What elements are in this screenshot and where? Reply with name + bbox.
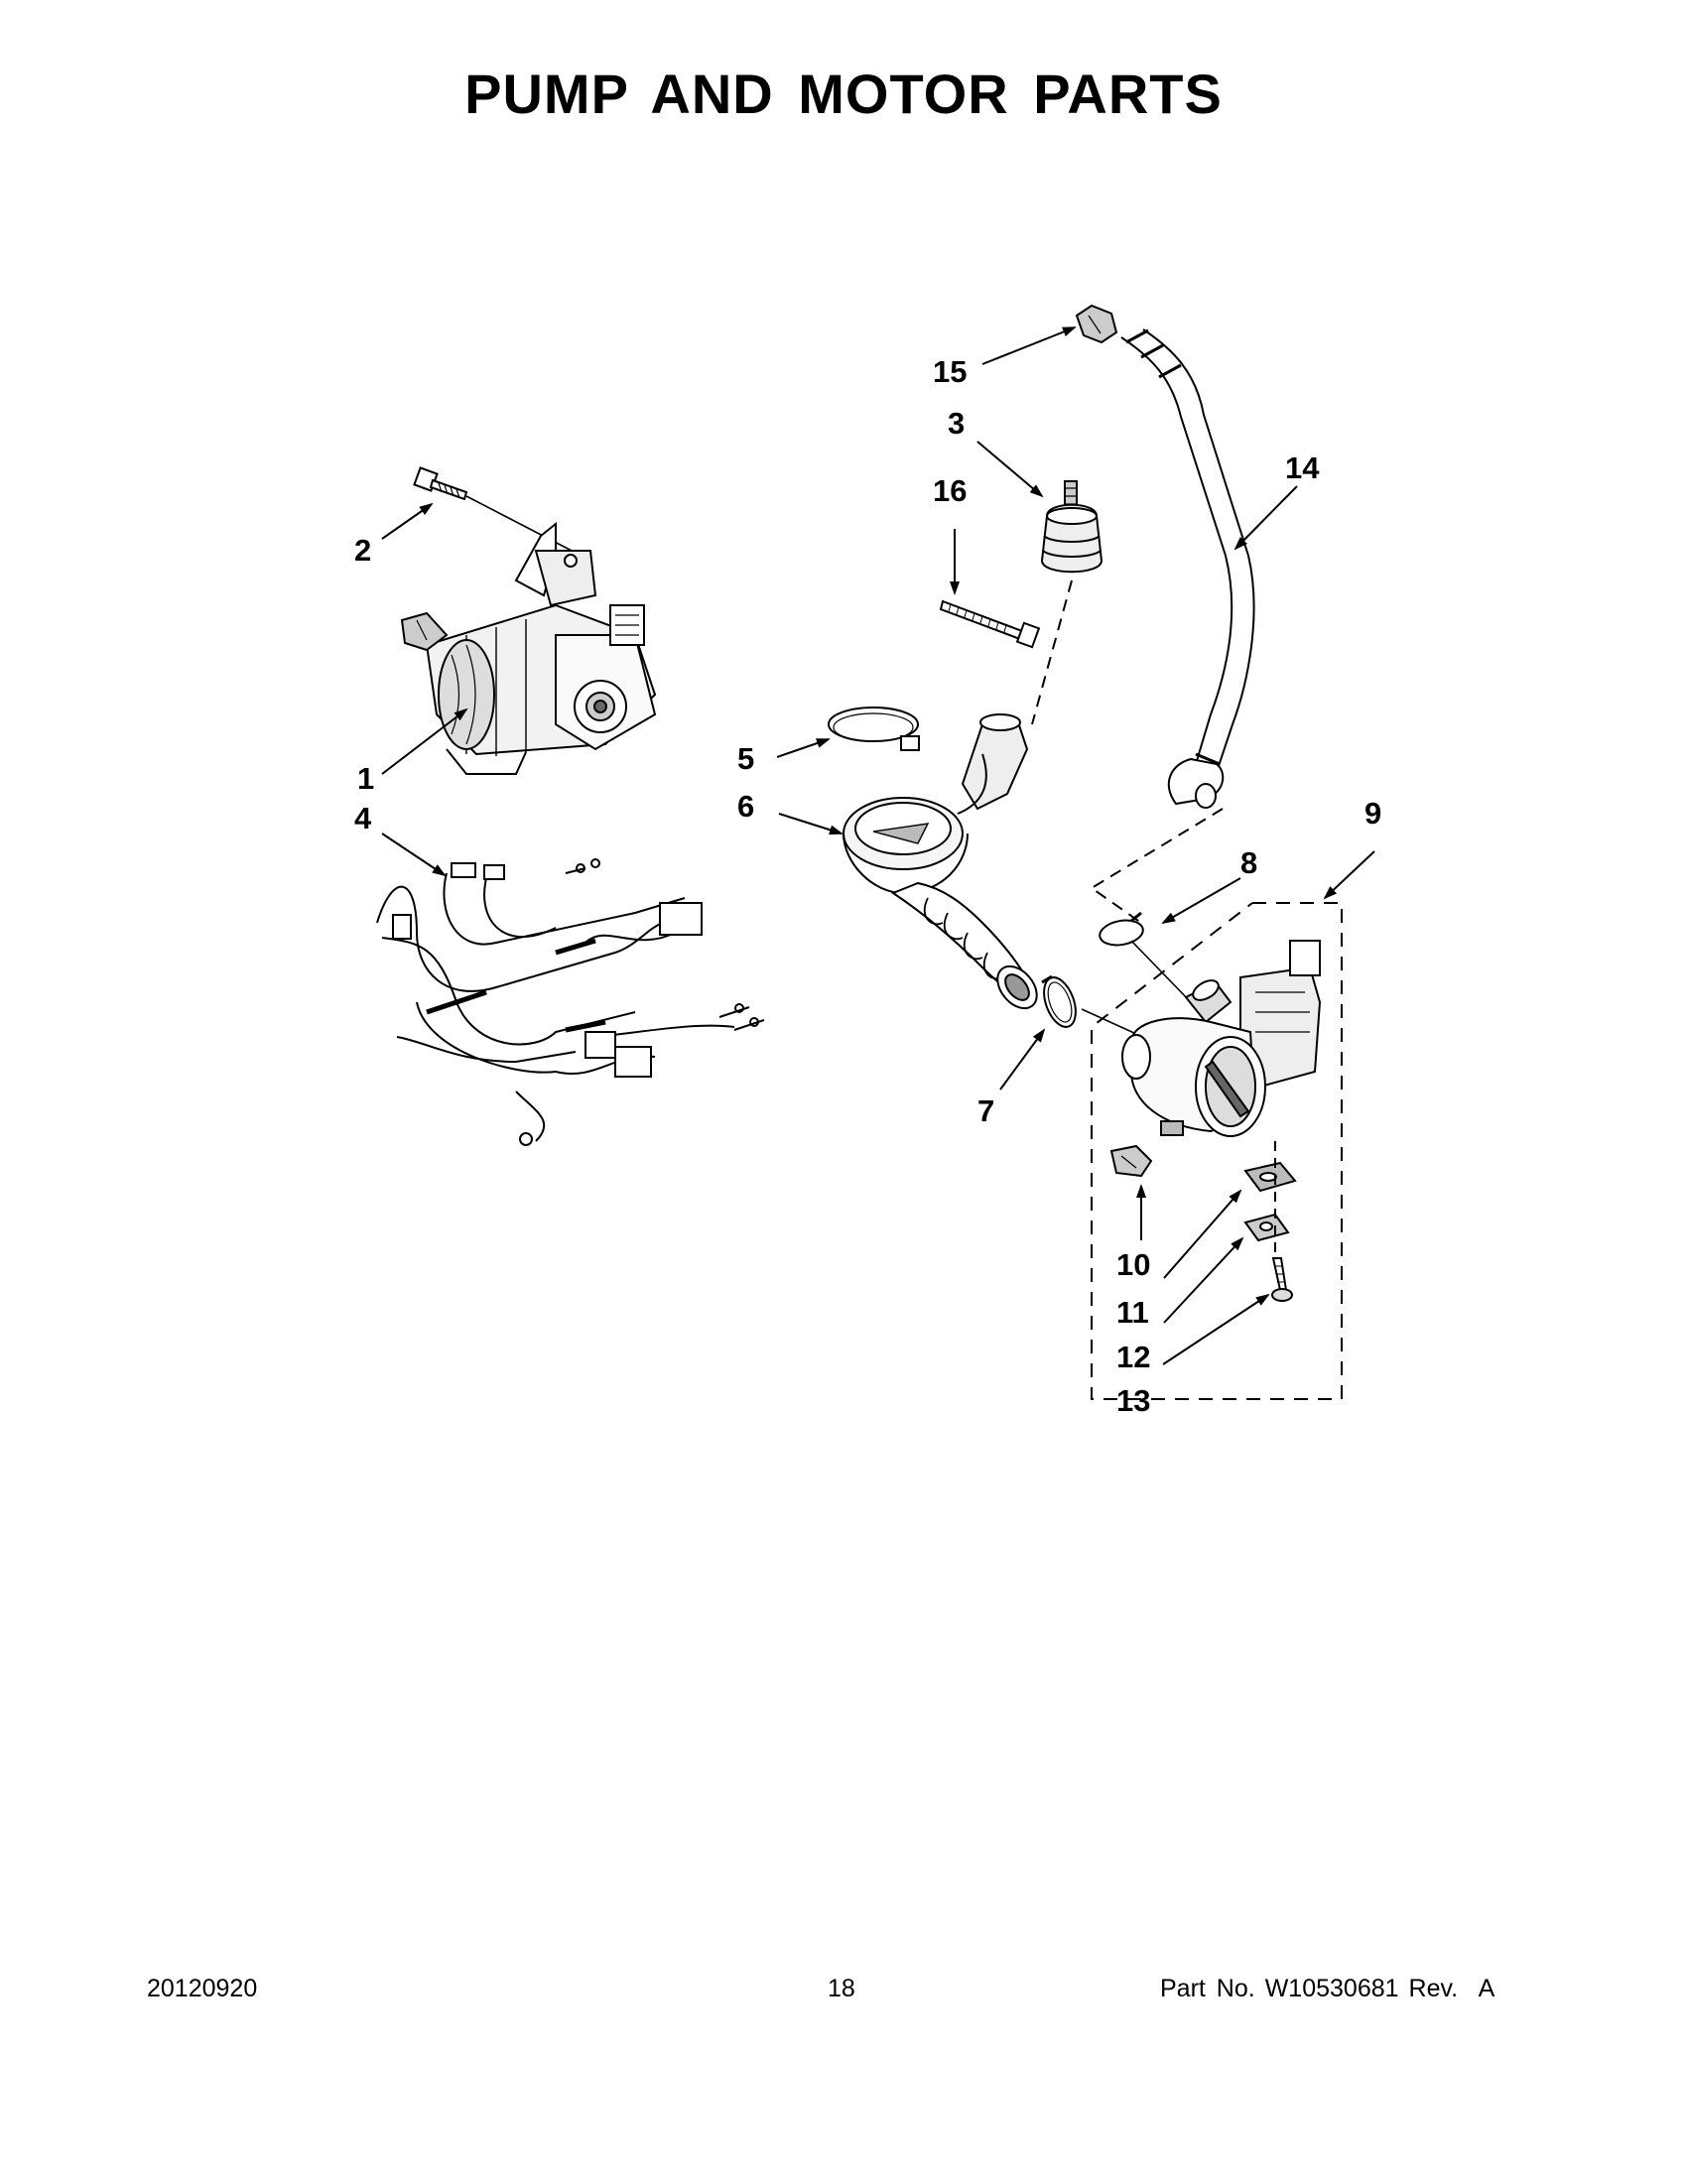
cable-tie-part xyxy=(939,599,1041,649)
footer-part-label: Part No. xyxy=(1160,1975,1255,2002)
callout-6: 6 xyxy=(737,789,754,824)
callout-13: 13 xyxy=(1116,1383,1150,1418)
mounting-pad-part xyxy=(1243,1161,1297,1193)
motor-part xyxy=(400,521,657,775)
callout-10: 10 xyxy=(1116,1247,1150,1282)
callout-arrow-3 xyxy=(976,441,1044,498)
sump-hose-part xyxy=(843,713,1038,1010)
callout-arrow-12 xyxy=(1163,1236,1244,1324)
hose-dashed-line xyxy=(1090,808,1224,924)
callout-arrow-11 xyxy=(1163,1189,1242,1279)
callout-8: 8 xyxy=(1240,845,1257,880)
callout-arrow-8 xyxy=(1161,877,1241,924)
clamp-small-leader xyxy=(1130,940,1192,1003)
callout-14: 14 xyxy=(1285,450,1320,485)
bolt-leader-line xyxy=(465,495,577,554)
footer-date: 20120920 xyxy=(147,1975,258,2002)
drain-hose-part xyxy=(1120,328,1255,809)
hose-clamp-ring-part xyxy=(828,707,920,751)
footer-part-info: Part No. W10530681 Rev. A xyxy=(1160,1975,1504,2003)
callout-3: 3 xyxy=(948,406,965,441)
callout-15: 15 xyxy=(933,354,967,389)
callout-5: 5 xyxy=(737,741,754,776)
drain-pump-part xyxy=(1121,940,1322,1137)
footer-part-number: W10530681 xyxy=(1264,1975,1399,2002)
callout-2: 2 xyxy=(354,533,371,568)
vent-cap-part xyxy=(1040,480,1103,574)
callout-4: 4 xyxy=(354,801,372,835)
page-title: PUMP AND MOTOR PARTS xyxy=(464,63,1223,125)
wire-harness-part xyxy=(376,858,765,1146)
clamp-ring-part xyxy=(1041,974,1077,1028)
vent-cap-dashed-line xyxy=(1031,579,1073,725)
bolt-part xyxy=(413,466,468,501)
callout-12: 12 xyxy=(1116,1340,1150,1374)
foot-clip-part xyxy=(1109,1144,1153,1178)
hose-clamp-clip-part xyxy=(1075,304,1118,344)
screw-part xyxy=(1271,1257,1293,1302)
clamp-small-part xyxy=(1099,911,1144,947)
callout-11: 11 xyxy=(1116,1295,1149,1330)
callout-arrow-1 xyxy=(381,707,468,775)
clamp-to-pump-line xyxy=(1081,1008,1137,1035)
callout-arrow-4 xyxy=(381,833,447,877)
callout-1: 1 xyxy=(357,761,374,796)
callout-arrow-9 xyxy=(1323,850,1375,900)
footer-revision: Rev. A xyxy=(1408,1975,1495,2002)
callout-arrow-15 xyxy=(981,326,1077,365)
callout-arrow-7 xyxy=(999,1028,1046,1091)
callout-arrow-14 xyxy=(1233,485,1298,551)
callout-arrow-6 xyxy=(778,813,844,835)
callout-arrow-13 xyxy=(1162,1293,1270,1365)
footer-page-number: 18 xyxy=(828,1975,855,2002)
callout-16: 16 xyxy=(933,473,967,508)
callout-arrow-5 xyxy=(776,738,831,758)
callout-9: 9 xyxy=(1364,796,1381,831)
callout-arrow-2 xyxy=(381,502,434,540)
callout-7: 7 xyxy=(977,1093,994,1128)
pump-assembly-box xyxy=(1091,902,1343,1400)
grommet-part xyxy=(1243,1213,1290,1242)
